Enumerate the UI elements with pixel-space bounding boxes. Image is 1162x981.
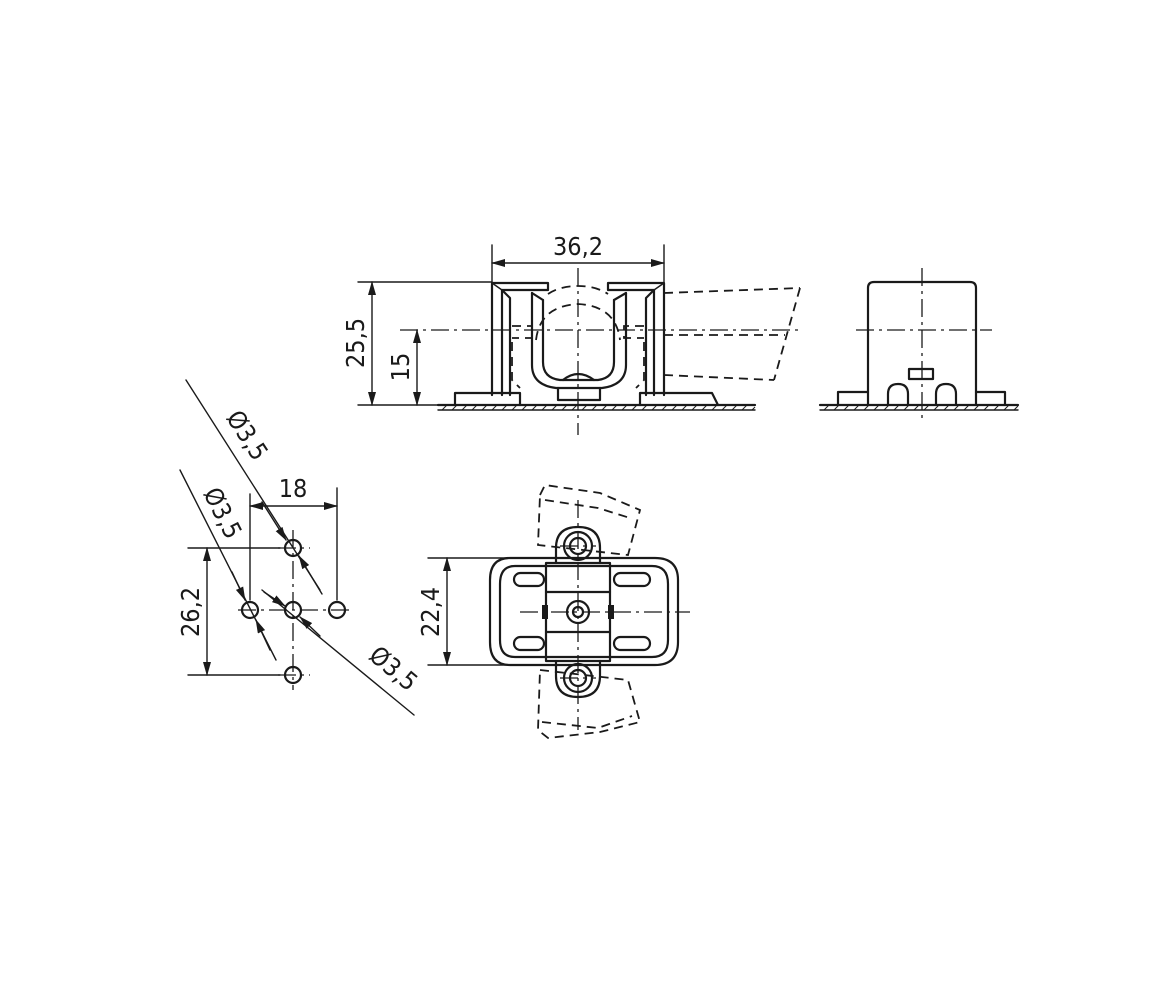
leader-hole-dia-right xyxy=(261,589,415,716)
front-socket xyxy=(556,386,602,402)
side-view xyxy=(818,268,1020,420)
top-slot-ul xyxy=(512,571,546,588)
side-slot-right xyxy=(934,382,958,407)
front-view: 36,2 25,5 15 xyxy=(341,232,801,435)
top-slot-lr xyxy=(612,635,652,652)
side-slot-left xyxy=(886,382,910,407)
top-slot-ll xyxy=(512,635,546,652)
front-left-foot xyxy=(453,391,522,407)
top-rotated-outline-lower xyxy=(537,668,642,739)
top-view: 22,4 xyxy=(416,484,690,739)
front-right-foot xyxy=(638,391,720,407)
hole-pattern-view: 18 26,2 Ø3,5 Ø3,5 Ø3,5 xyxy=(176,379,424,716)
top-slot-ur xyxy=(612,571,652,588)
dim-label-hole-spacing-x: 18 xyxy=(279,474,308,503)
top-rotated-outline-upper xyxy=(537,484,642,556)
side-latch xyxy=(907,367,935,381)
leader-hole-dia-top xyxy=(185,379,321,591)
label-hole-dia-top: Ø3,5 xyxy=(220,405,273,466)
front-left-arm xyxy=(490,281,550,397)
side-feet xyxy=(836,390,1007,407)
dim-label-height-total: 25,5 xyxy=(341,318,370,368)
top-main-body xyxy=(488,556,680,667)
front-right-arm xyxy=(606,281,666,397)
front-rotated-outline xyxy=(663,287,801,381)
label-hole-dia-right: Ø3,5 xyxy=(364,640,424,697)
front-base-plate xyxy=(436,403,757,411)
label-hole-dia-left: Ø3,5 xyxy=(198,483,248,544)
dim-label-height-axis: 15 xyxy=(386,353,415,382)
dim-label-base-width: 22,4 xyxy=(416,587,445,637)
front-central-holder xyxy=(530,291,628,390)
dim-label-width-top: 36,2 xyxy=(553,232,603,261)
dim-label-hole-spacing-y: 26,2 xyxy=(176,587,205,637)
